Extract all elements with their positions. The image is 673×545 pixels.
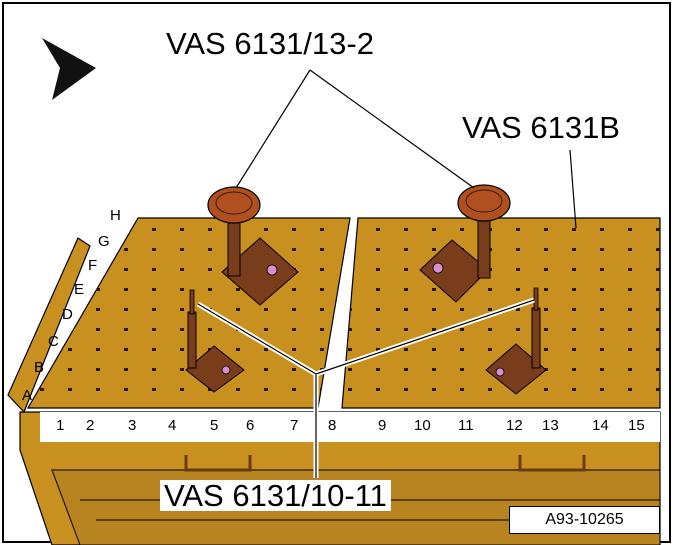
leader-lines (196, 69, 577, 478)
column-number-strip (40, 412, 660, 442)
column-number: 10 (414, 417, 431, 434)
arrow-pointer-icon (42, 38, 96, 100)
table-side-panel (7, 237, 91, 414)
column-number: 9 (378, 417, 387, 434)
drawer-handle-left (184, 455, 252, 472)
column-number: 4 (168, 417, 177, 434)
column-number: 14 (592, 417, 609, 434)
figure-id-box: A93-10265 (509, 506, 660, 534)
row-letter: E (74, 281, 85, 298)
row-letter: F (88, 257, 98, 274)
upper-support-left (207, 186, 299, 306)
column-number: 13 (542, 417, 559, 434)
row-letter: G (98, 233, 110, 250)
lower-support-right (485, 287, 547, 395)
column-number: 11 (458, 417, 474, 434)
upper-support-right (419, 184, 511, 303)
column-number: 1 (56, 417, 65, 434)
column-number: 6 (246, 417, 255, 434)
row-letter: D (62, 306, 73, 323)
label-table: VAS 6131B (462, 110, 620, 145)
lower-support-left (185, 289, 245, 393)
row-letter: C (48, 333, 59, 350)
row-letter: A (22, 387, 33, 404)
column-number: 2 (86, 417, 95, 434)
column-number: 8 (328, 417, 337, 434)
column-number: 3 (128, 417, 137, 434)
row-letter: H (110, 207, 121, 224)
column-number: 5 (210, 417, 219, 434)
column-number: 15 (628, 417, 645, 434)
column-number: 7 (290, 417, 299, 434)
label-upper-support: VAS 6131/13-2 (166, 26, 374, 61)
column-number: 12 (506, 417, 523, 434)
row-letter: B (34, 359, 45, 376)
drawer-handle-right (518, 455, 586, 472)
label-lower-support: VAS 6131/10-11 (160, 480, 391, 511)
